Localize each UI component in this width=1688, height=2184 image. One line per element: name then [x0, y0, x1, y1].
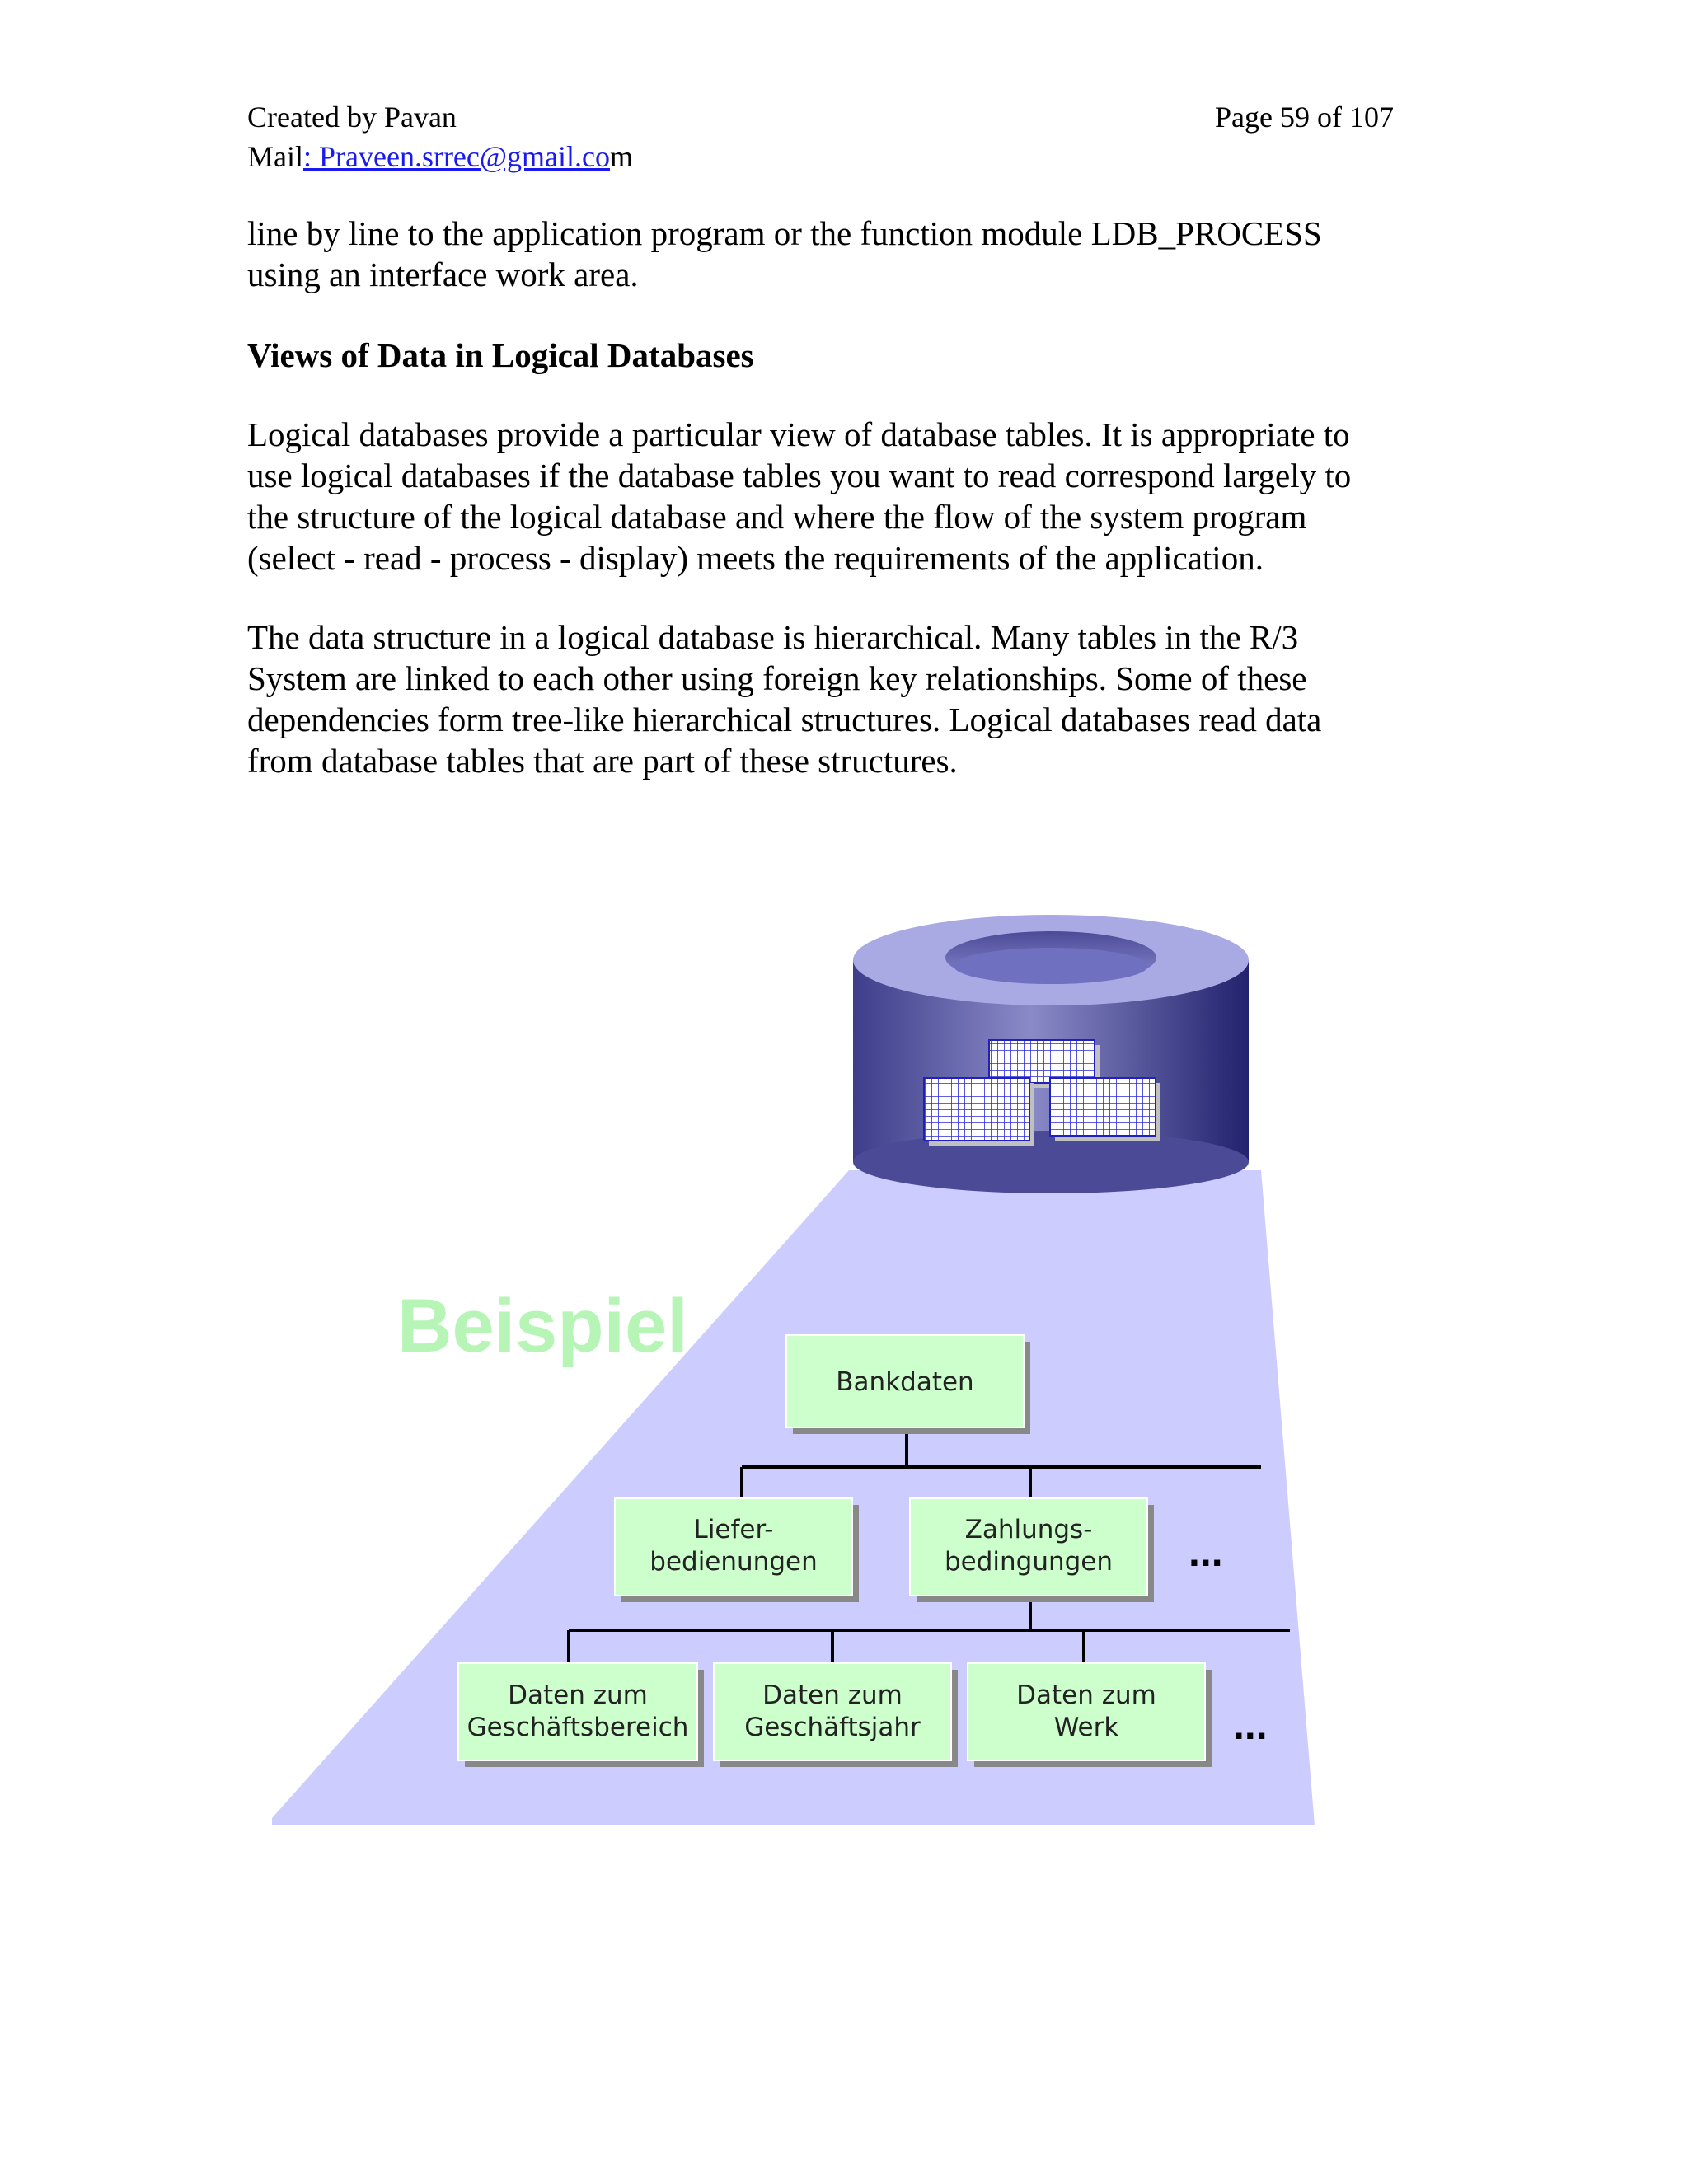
node-label: Geschäftsbereich [467, 1713, 689, 1742]
text-line: System are linked to each other using fo… [247, 659, 1307, 697]
node-zahlungsbedingungen: Zahlungs- bedingungen [909, 1497, 1154, 1602]
text-line: dependencies form tree-like hierarchical… [247, 701, 1322, 738]
tables-icon [923, 1039, 1160, 1146]
mail-line: Mail: Praveen.srrec@gmail.com [247, 137, 633, 176]
paragraph-3: The data structure in a logical database… [247, 616, 1451, 781]
mail-prefix: Mail [247, 140, 303, 173]
node-label: Daten zum [508, 1680, 648, 1710]
page-number: Page 59 of 107 [1215, 101, 1394, 134]
ellipsis-level3: ... [1233, 1702, 1268, 1748]
node-lieferbedienungen: Liefer- bedienungen [614, 1497, 859, 1602]
page-header-left: Created by Pavan Mail: Praveen.srrec@gma… [247, 97, 633, 176]
node-geschaeftsjahr: Daten zum Geschäftsjahr [713, 1662, 958, 1767]
text-line: use logical databases if the database ta… [247, 457, 1352, 494]
node-bankdaten: Bankdaten [785, 1334, 1030, 1434]
created-by: Created by Pavan [247, 101, 457, 134]
mail-suffix: m [610, 140, 634, 173]
watermark-text: Beispiel [397, 1284, 688, 1368]
node-label: bedienungen [649, 1547, 817, 1577]
node-label: Geschäftsjahr [744, 1713, 921, 1742]
text-line: Logical databases provide a particular v… [247, 415, 1350, 453]
node-label: Zahlungs- [965, 1515, 1093, 1544]
mail-link[interactable]: : Praveen.srrec@gmail.co [303, 140, 611, 173]
text-line: The data structure in a logical database… [247, 618, 1299, 656]
node-label: bedingungen [945, 1547, 1113, 1577]
text-line: (select - read - process - display) meet… [247, 539, 1264, 577]
connector-lines [567, 1434, 1290, 1663]
text-line: line by line to the application program … [247, 214, 1322, 252]
node-label: Werk [1054, 1713, 1119, 1742]
section-heading: Views of Data in Logical Databases [247, 336, 754, 374]
database-cylinder-icon [853, 915, 1249, 1193]
node-label: Bankdaten [836, 1367, 973, 1397]
node-geschaeftsbereich: Daten zum Geschäftsbereich [457, 1662, 704, 1767]
node-label: Daten zum [1016, 1680, 1156, 1710]
node-werk: Daten zum Werk [967, 1662, 1212, 1767]
text-line: using an interface work area. [247, 255, 639, 293]
text-line: the structure of the logical database an… [247, 498, 1307, 536]
paragraph-1: line by line to the application program … [247, 213, 1451, 295]
text-line: from database tables that are part of th… [247, 742, 958, 780]
node-label: Daten zum [762, 1680, 903, 1710]
paragraph-2: Logical databases provide a particular v… [247, 414, 1451, 579]
ellipsis-level2: ... [1189, 1529, 1223, 1575]
logical-database-diagram: Beispiel Bankdaten Liefer- bedienungen Z… [272, 915, 1315, 1825]
node-label: Liefer- [694, 1515, 774, 1544]
